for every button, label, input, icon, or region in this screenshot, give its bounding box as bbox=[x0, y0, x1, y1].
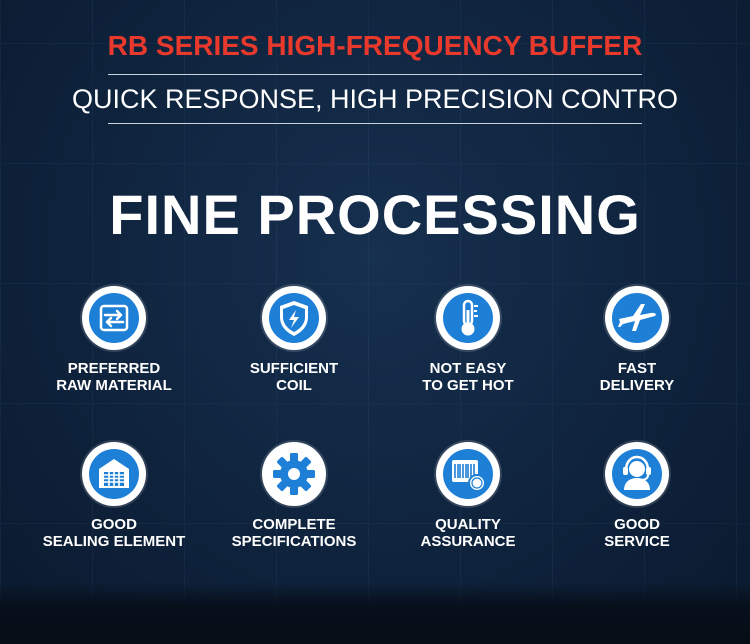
warehouse-icon bbox=[82, 442, 146, 506]
feature-label-line1: GOOD bbox=[91, 516, 137, 533]
barcode-badge-icon bbox=[436, 442, 500, 506]
feature-label-line1: QUALITY bbox=[435, 516, 501, 533]
series-subtitle: QUICK RESPONSE, HIGH PRECISION CONTRO bbox=[71, 84, 679, 114]
feature-label-line2: COIL bbox=[276, 377, 312, 394]
feature-quality-assurance: QUALITY ASSURANCE bbox=[383, 442, 553, 550]
section-title: FINE PROCESSING bbox=[109, 183, 641, 246]
feature-label-line1: COMPLETE bbox=[252, 516, 336, 533]
airplane-icon bbox=[605, 286, 669, 350]
divider-bottom bbox=[108, 123, 642, 124]
feature-label-line2: SPECIFICATIONS bbox=[231, 533, 357, 550]
bottom-band bbox=[0, 582, 750, 644]
feature-label: SUFFICIENT COIL bbox=[209, 360, 379, 394]
feature-fast-delivery: FAST DELIVERY bbox=[552, 286, 722, 394]
feature-label-line2: DELIVERY bbox=[599, 377, 675, 394]
feature-label-line1: PREFERRED bbox=[67, 360, 161, 377]
shield-bolt-icon bbox=[262, 286, 326, 350]
feature-label: NOT EASY TO GET HOT bbox=[383, 360, 553, 394]
feature-label-line2: ASSURANCE bbox=[420, 533, 516, 550]
feature-label-line2: RAW MATERIAL bbox=[56, 377, 172, 394]
feature-complete-specifications: COMPLETE SPECIFICATIONS bbox=[209, 442, 379, 550]
thermometer-icon bbox=[436, 286, 500, 350]
gear-icon bbox=[262, 442, 326, 506]
feature-label-line2: SERVICE bbox=[604, 533, 670, 550]
series-title: RB SERIES HIGH-FREQUENCY BUFFER bbox=[107, 30, 643, 61]
feature-label-line2: TO GET HOT bbox=[422, 377, 514, 394]
feature-label-line1: SUFFICIENT bbox=[249, 360, 339, 377]
feature-label: PREFERRED RAW MATERIAL bbox=[29, 360, 199, 394]
feature-label: GOOD SERVICE bbox=[552, 516, 722, 550]
exchange-arrows-icon bbox=[82, 286, 146, 350]
feature-label-line1: FAST bbox=[617, 360, 657, 377]
headset-agent-icon bbox=[605, 442, 669, 506]
feature-sufficient-coil: SUFFICIENT COIL bbox=[209, 286, 379, 394]
feature-label: COMPLETE SPECIFICATIONS bbox=[209, 516, 379, 550]
feature-good-service: GOOD SERVICE bbox=[552, 442, 722, 550]
feature-label: GOOD SEALING ELEMENT bbox=[29, 516, 199, 550]
feature-label-line2: SEALING ELEMENT bbox=[42, 533, 186, 550]
feature-label: QUALITY ASSURANCE bbox=[383, 516, 553, 550]
feature-preferred-raw-material: PREFERRED RAW MATERIAL bbox=[29, 286, 199, 394]
feature-not-easy-to-get-hot: NOT EASY TO GET HOT bbox=[383, 286, 553, 394]
feature-label-line1: NOT EASY bbox=[429, 360, 507, 377]
feature-label-line1: GOOD bbox=[614, 516, 660, 533]
feature-good-sealing-element: GOOD SEALING ELEMENT bbox=[29, 442, 199, 550]
feature-label: FAST DELIVERY bbox=[552, 360, 722, 394]
divider-top bbox=[108, 74, 642, 75]
